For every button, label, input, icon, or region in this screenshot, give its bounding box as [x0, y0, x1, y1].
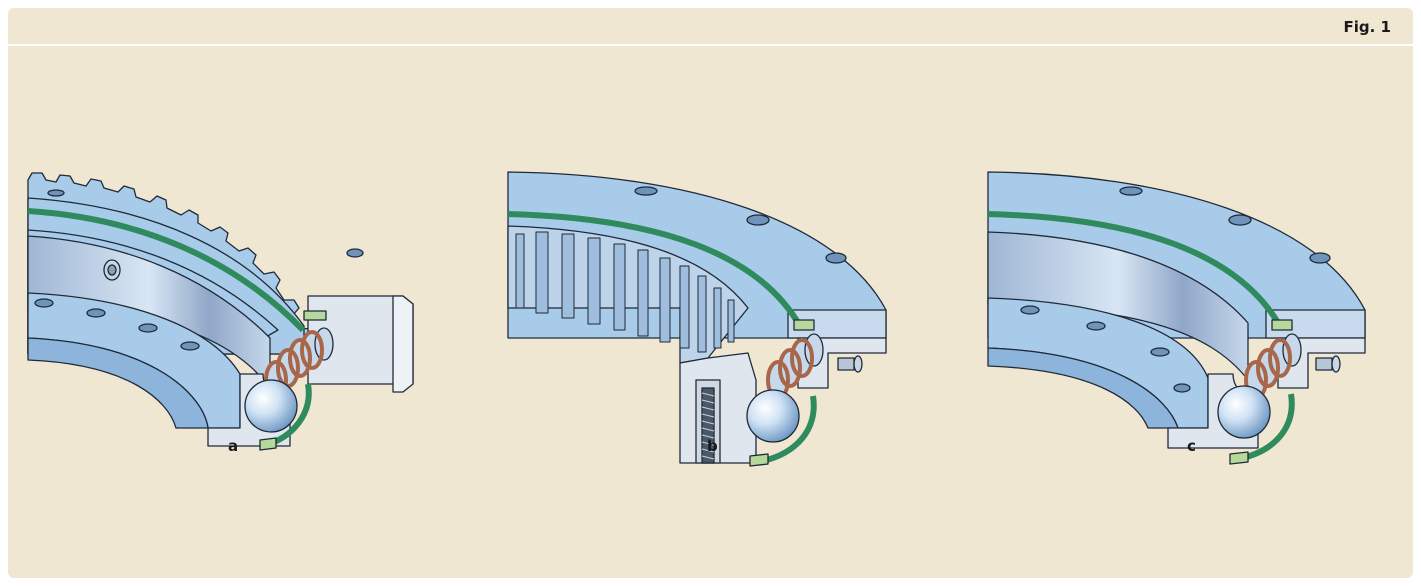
gear-teeth-b [515, 231, 735, 353]
threaded-hole-b [695, 379, 721, 464]
panel-label-a: a [228, 437, 239, 455]
bearing-illustrations [27, 171, 1366, 467]
bolt-hole-a6 [346, 248, 364, 258]
figure-frame: Fig. 1 [8, 8, 1413, 578]
grease-nipple-c [1315, 355, 1341, 373]
seal-clip-c [1229, 451, 1249, 465]
bolt-hole-a4 [180, 341, 200, 351]
seal-top-c [987, 211, 1283, 328]
seal-clip-a [259, 437, 277, 451]
bearing-a [27, 172, 414, 451]
seal-top-a [27, 208, 306, 333]
bolt-hole-a1 [34, 298, 54, 308]
bolt-hole-c2 [1228, 214, 1252, 226]
figure-label: Fig. 1 [1343, 18, 1391, 36]
bolt-hole-c4 [1020, 305, 1040, 315]
ball-c [1217, 385, 1271, 439]
bolt-hole-c3 [1309, 252, 1331, 264]
bearing-b [507, 171, 887, 467]
seal-clip-top-a [303, 310, 327, 321]
seal-top-b [507, 211, 803, 328]
bolt-hole-b2 [746, 214, 770, 226]
seal-clip-top-b [793, 319, 815, 331]
seal-clip-top-c [1271, 319, 1293, 331]
spacer-bands-c [1244, 338, 1292, 400]
bolt-hole-c1 [1119, 186, 1143, 196]
bolt-hole-a5 [47, 189, 65, 197]
ball-a [244, 379, 298, 433]
panel-label-c: c [1187, 437, 1196, 455]
bolt-hole-c5 [1086, 321, 1106, 331]
grease-nipple-b [837, 355, 863, 373]
panel-label-b: b [707, 437, 718, 455]
seal-clip-b [749, 453, 769, 467]
bolt-hole-c6 [1150, 347, 1170, 357]
spacers-b [767, 333, 824, 399]
figure-header-bar: Fig. 1 [8, 8, 1413, 46]
bearing-c [987, 171, 1366, 465]
bolt-hole-b3 [825, 252, 847, 264]
bolt-hole-c7 [1173, 383, 1191, 393]
bolt-hole-a3 [138, 323, 158, 333]
ball-b [746, 389, 800, 443]
bolt-hole-a2 [86, 308, 106, 318]
grease-nipple-a [103, 259, 121, 281]
outer-ring-section-side-a [392, 295, 414, 393]
bolt-hole-b1 [634, 186, 658, 196]
